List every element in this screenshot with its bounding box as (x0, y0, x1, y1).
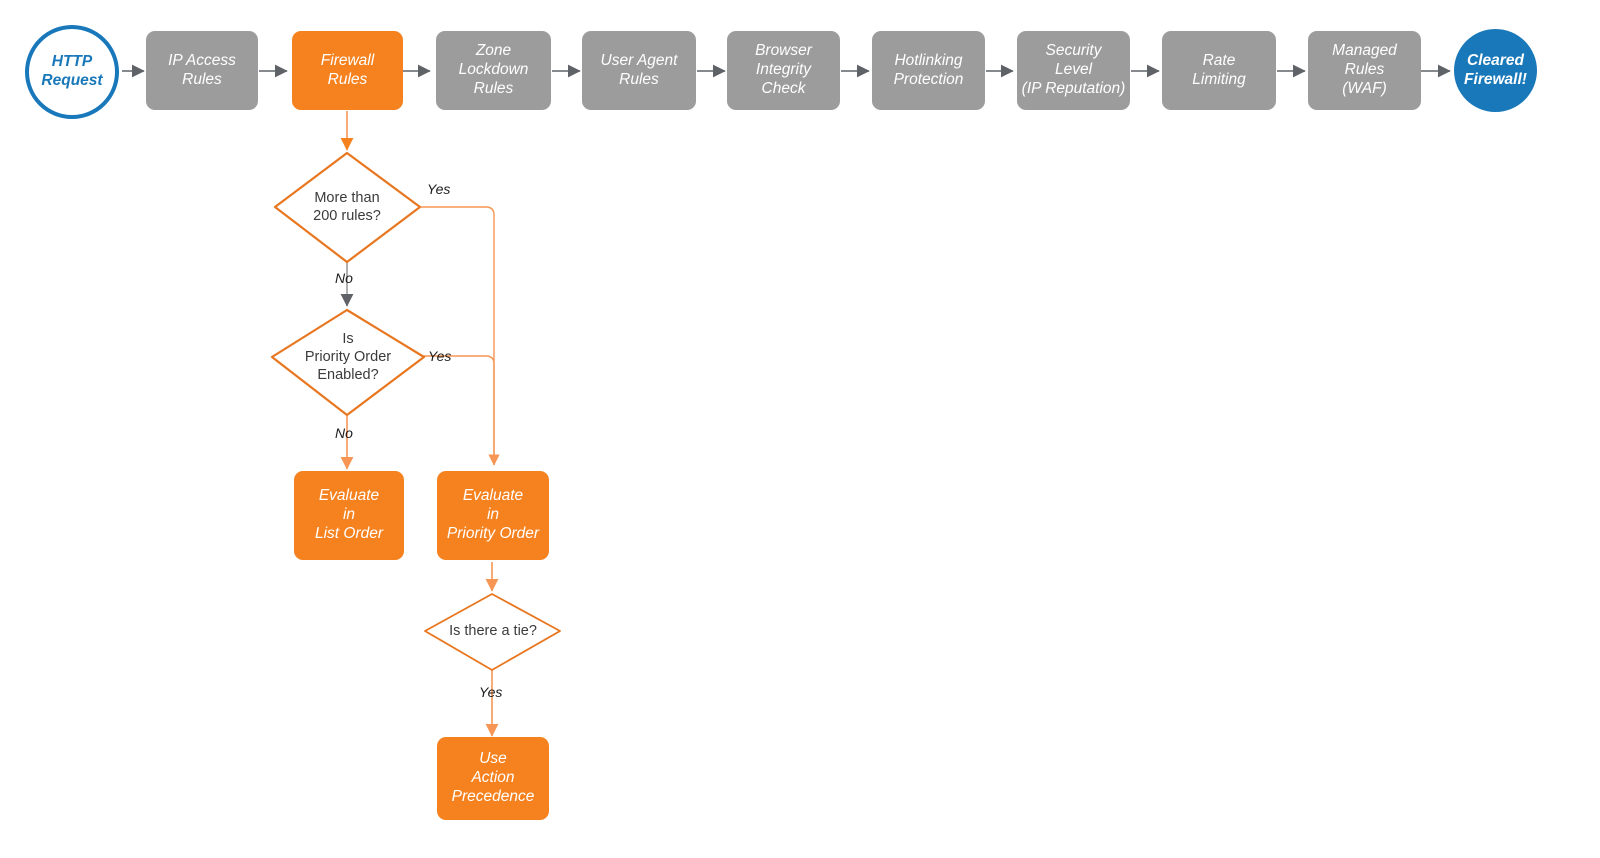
decision-label-is-priority-order-enabled: Is Priority Order Enabled? (304, 330, 392, 384)
node-evaluate-in-priority-order[interactable]: Evaluate in Priority Order (437, 471, 549, 560)
edge-label-no-priority-order: No (335, 425, 353, 441)
edge-decision2-yes-to-priority-order (424, 355, 495, 465)
node-ip-access-rules[interactable]: IP Access Rules (146, 31, 258, 110)
node-firewall-rules[interactable]: Firewall Rules (292, 31, 403, 110)
edge-label-yes-priority-order: Yes (428, 348, 452, 364)
node-rate-limiting[interactable]: Rate Limiting (1162, 31, 1276, 110)
decision-label-more-than-200-rules: More than 200 rules? (313, 189, 381, 224)
node-http-request[interactable]: HTTP Request (25, 25, 119, 119)
decision-shape-is-there-a-tie (424, 593, 561, 671)
edge-decision1-yes-to-priority-order (421, 206, 500, 466)
node-use-action-precedence[interactable]: Use Action Precedence (437, 737, 549, 820)
decision-label-is-there-a-tie: Is there a tie? (449, 622, 537, 639)
edge-label-yes-more-than-200-rules: Yes (427, 181, 451, 197)
node-security-level[interactable]: Security Level (IP Reputation) (1017, 31, 1130, 110)
edge-label-yes-is-there-a-tie: Yes (479, 684, 503, 700)
node-browser-integrity-check[interactable]: Browser Integrity Check (727, 31, 840, 110)
decision-shape-is-priority-order-enabled (270, 308, 426, 417)
node-hotlinking-protection[interactable]: Hotlinking Protection (872, 31, 985, 110)
edge-label-no-more-than-200-rules: No (335, 270, 353, 286)
node-zone-lockdown-rules[interactable]: Zone Lockdown Rules (436, 31, 551, 110)
decision-shape-more-than-200-rules (273, 151, 422, 264)
node-evaluate-in-list-order[interactable]: Evaluate in List Order (294, 471, 404, 560)
node-managed-rules-waf[interactable]: Managed Rules (WAF) (1308, 31, 1421, 110)
node-cleared-firewall[interactable]: Cleared Firewall! (1454, 29, 1537, 112)
node-user-agent-rules[interactable]: User Agent Rules (582, 31, 696, 110)
